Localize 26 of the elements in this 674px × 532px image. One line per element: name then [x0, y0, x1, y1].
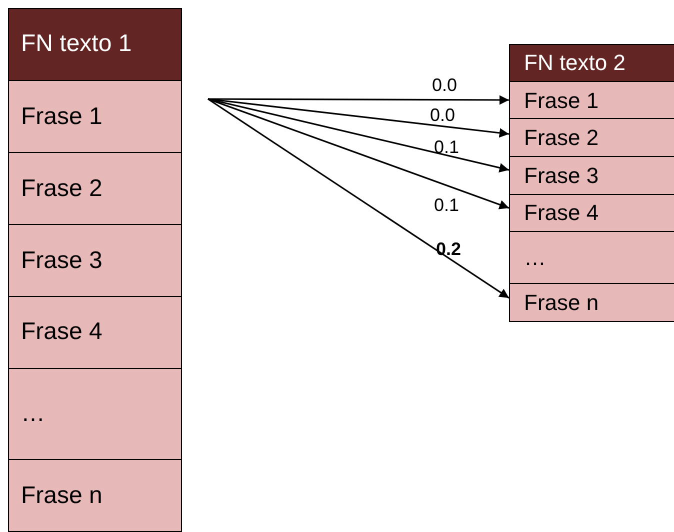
table-column	[8, 8, 182, 532]
edge-label: 0.2	[436, 240, 462, 258]
sentence-row: …	[9, 368, 181, 460]
arrow	[208, 98, 510, 299]
sentence-row: …	[510, 232, 674, 284]
sentence-row: Frase 1	[9, 80, 181, 154]
sentence-row: Frase 1	[510, 82, 674, 120]
sentence-row: Frase 3	[9, 225, 181, 297]
sentence-row: Frase n	[9, 460, 181, 531]
sentence-row: Frase 4	[510, 194, 674, 232]
header-text: FN texto 2	[510, 45, 674, 82]
sentence-row: Frase 2	[9, 153, 181, 226]
arrow	[208, 98, 510, 138]
edge-label: 0.0	[432, 76, 458, 94]
edge-label: 0.1	[434, 196, 460, 214]
arrow	[208, 95, 509, 105]
edge-label: 0.1	[434, 138, 460, 156]
sentence-row: Frase 2	[510, 119, 674, 158]
arrow	[208, 98, 510, 210]
table-column	[509, 44, 674, 322]
sentence-row: Frase 3	[510, 157, 674, 195]
sentence-row: Frase n	[510, 284, 674, 322]
header-text: FN texto 1	[9, 9, 181, 81]
arrow	[208, 98, 510, 172]
edge-label: 0.0	[430, 106, 456, 124]
sentence-row: Frase 4	[9, 296, 181, 369]
